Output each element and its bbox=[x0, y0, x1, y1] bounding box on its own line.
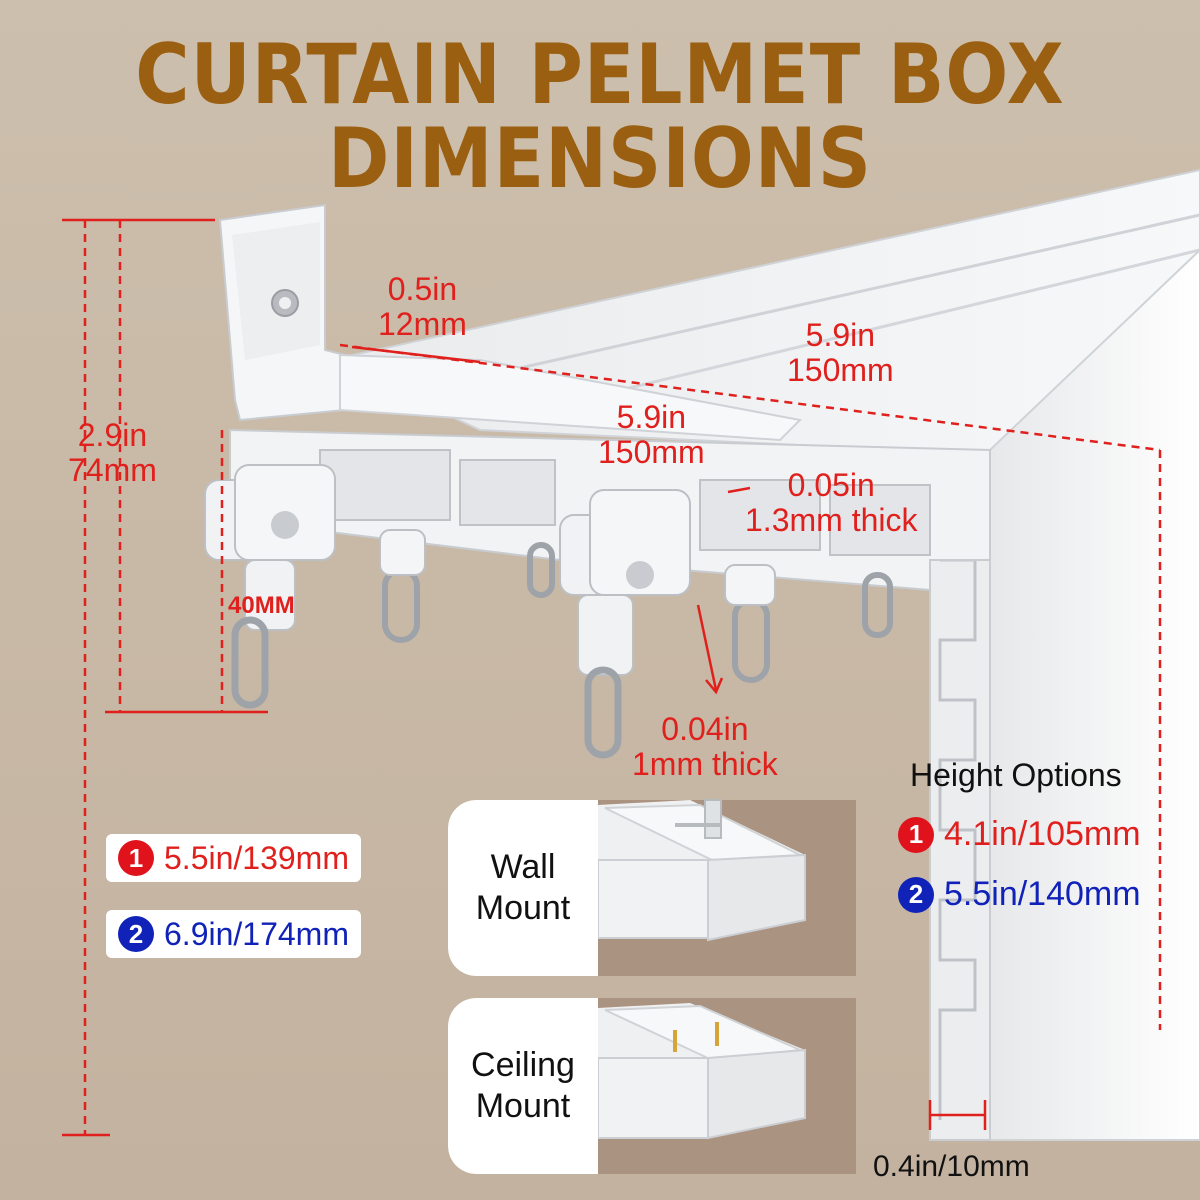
height-option-1-value: 4.1in/105mm bbox=[944, 815, 1141, 853]
flange-mm-label: 12mm bbox=[378, 306, 467, 343]
option-number-badge: 1 bbox=[118, 840, 154, 876]
height-option-2-value: 5.5in/140mm bbox=[944, 875, 1141, 913]
wall-thickness-mm-label: 1.3mm thick bbox=[745, 502, 918, 539]
mid-depth-mm-label: 150mm bbox=[598, 434, 705, 471]
top-depth-in-label: 5.9in bbox=[805, 317, 876, 353]
height-dimension: 2.9in 74mm bbox=[68, 417, 157, 489]
height-in-label: 2.9in bbox=[77, 417, 148, 453]
total-option-1-value: 5.5in/139mm bbox=[164, 839, 349, 876]
height-options-title: Height Options bbox=[910, 757, 1122, 793]
ceiling-mount-caption: Ceiling Mount bbox=[448, 998, 598, 1174]
wall-mount-card: Wall Mount bbox=[448, 800, 856, 976]
height-option-2: 2 5.5in/140mm bbox=[898, 875, 1141, 914]
mid-depth-dimension: 5.9in 150mm bbox=[598, 399, 705, 471]
top-depth-dimension: 5.9in 150mm bbox=[787, 317, 894, 389]
height-mm-label: 74mm bbox=[68, 452, 157, 489]
wall-mount-caption: Wall Mount bbox=[448, 800, 598, 976]
top-depth-mm-label: 150mm bbox=[787, 352, 894, 389]
flange-in-label: 0.5in bbox=[387, 271, 458, 307]
option-number-badge: 2 bbox=[898, 876, 934, 913]
glider-thickness-dimension: 0.04in 1mm thick bbox=[632, 711, 778, 783]
glider-thickness-in-label: 0.04in bbox=[661, 711, 749, 747]
option-number-badge: 1 bbox=[898, 816, 934, 853]
option-number-badge: 2 bbox=[118, 916, 154, 952]
ceiling-mount-card: Ceiling Mount bbox=[448, 998, 856, 1174]
title-line-2: DIMENSIONS bbox=[327, 110, 873, 208]
wall-mount-label: Wall Mount bbox=[475, 848, 571, 927]
title-line-1: CURTAIN PELMET BOX bbox=[135, 26, 1065, 124]
glider-height-label: 40MM bbox=[228, 592, 295, 619]
glider-thickness-mm-label: 1mm thick bbox=[632, 746, 778, 783]
height-option-1: 1 4.1in/105mm bbox=[898, 815, 1141, 854]
flange-dimension: 0.5in 12mm bbox=[378, 271, 467, 343]
total-option-2: 2 6.9in/174mm bbox=[106, 910, 361, 958]
bottom-gap-label: 0.4in/10mm bbox=[873, 1150, 1030, 1183]
total-option-1: 1 5.5in/139mm bbox=[106, 834, 361, 882]
total-option-2-value: 6.9in/174mm bbox=[164, 915, 349, 952]
ceiling-mount-label: Ceiling Mount bbox=[471, 1046, 575, 1125]
mid-depth-in-label: 5.9in bbox=[616, 399, 687, 435]
wall-thickness-in-label: 0.05in bbox=[787, 467, 875, 503]
wall-thickness-dimension: 0.05in 1.3mm thick bbox=[745, 467, 918, 539]
